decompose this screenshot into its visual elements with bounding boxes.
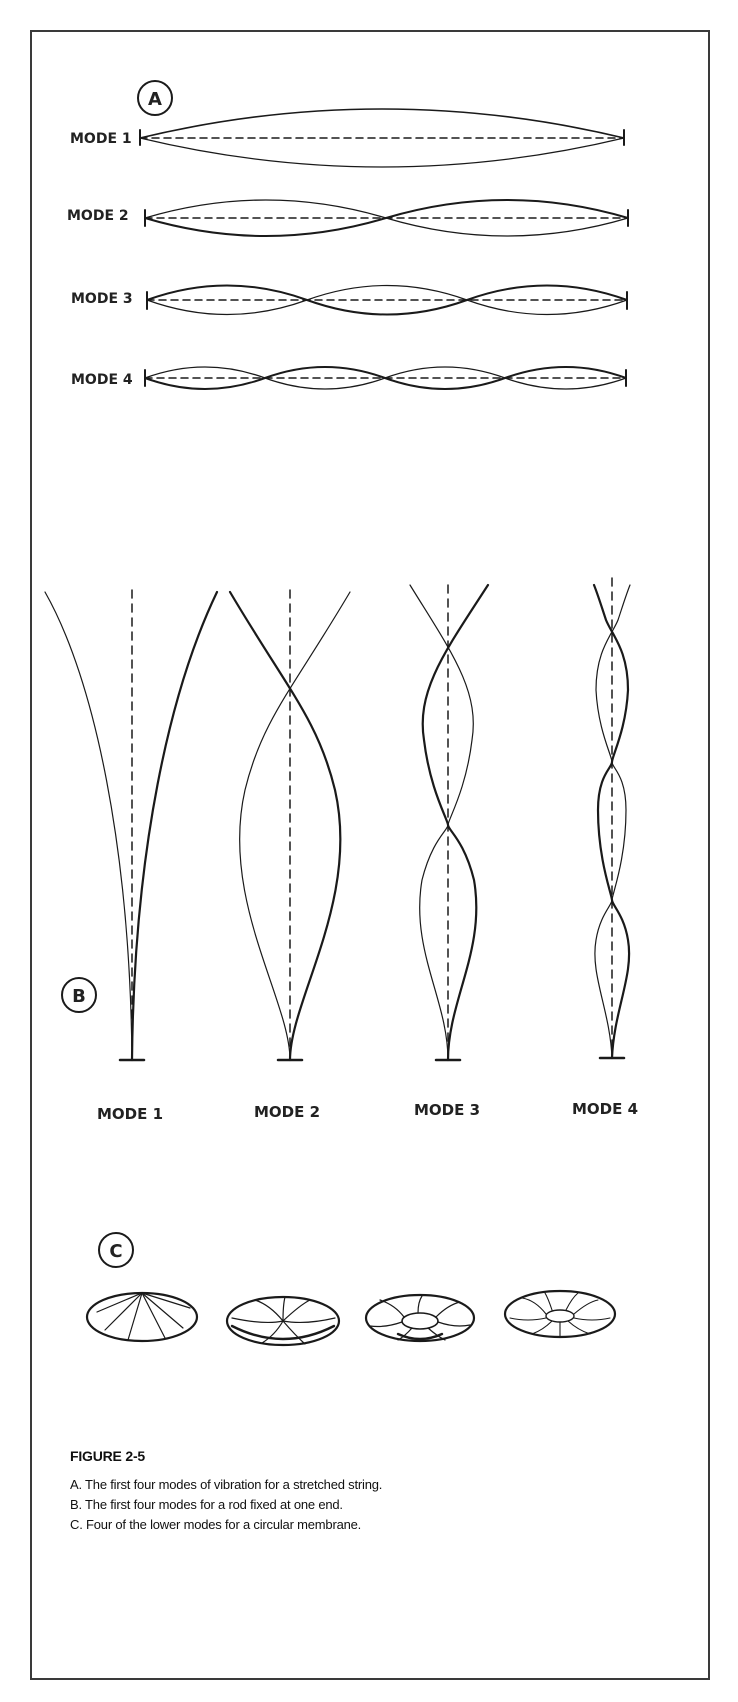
rod-mode-1-label: MODE 1: [97, 1105, 163, 1123]
string-mode-3: [146, 284, 628, 316]
rod-mode-4: [592, 577, 631, 1060]
panel-a-marker: A: [137, 80, 173, 116]
rod-mode-1: [44, 589, 219, 1062]
string-mode-2-label: MODE 2: [67, 208, 129, 224]
svg-text:A: A: [148, 89, 162, 110]
panel-a-labels: MODE 1 MODE 2 MODE 3 MODE 4: [67, 131, 133, 388]
rod-mode-3-label: MODE 3: [414, 1101, 480, 1119]
figure-title: FIGURE 2-5: [70, 1448, 146, 1464]
string-mode-1-label: MODE 1: [70, 131, 132, 147]
caption-b: B. The first four modes for a rod fixed …: [70, 1497, 343, 1512]
membrane-mode-2: [225, 1295, 341, 1347]
svg-text:C: C: [109, 1241, 122, 1262]
rod-mode-2-label: MODE 2: [254, 1103, 320, 1121]
svg-text:B: B: [72, 986, 86, 1007]
caption-a: A. The first four modes of vibration for…: [70, 1477, 383, 1492]
string-mode-1: [139, 108, 625, 168]
string-mode-4-label: MODE 4: [71, 372, 133, 388]
panel-b-labels: MODE 1 MODE 2 MODE 3 MODE 4: [97, 1100, 638, 1123]
panel-c-marker: C: [98, 1232, 134, 1268]
figure-frame: [30, 30, 710, 1680]
string-mode-4: [144, 366, 627, 390]
caption-c: C. Four of the lower modes for a circula…: [70, 1517, 362, 1532]
rod-mode-2: [228, 589, 351, 1062]
rod-mode-3: [409, 583, 490, 1062]
membrane-mode-3: [364, 1293, 476, 1343]
panel-b-marker: B: [61, 977, 97, 1013]
string-mode-3-label: MODE 3: [71, 291, 133, 307]
membrane-mode-1: [85, 1291, 199, 1343]
rod-mode-4-label: MODE 4: [572, 1100, 638, 1118]
membrane-mode-4: [503, 1289, 617, 1339]
string-mode-2: [144, 199, 629, 237]
